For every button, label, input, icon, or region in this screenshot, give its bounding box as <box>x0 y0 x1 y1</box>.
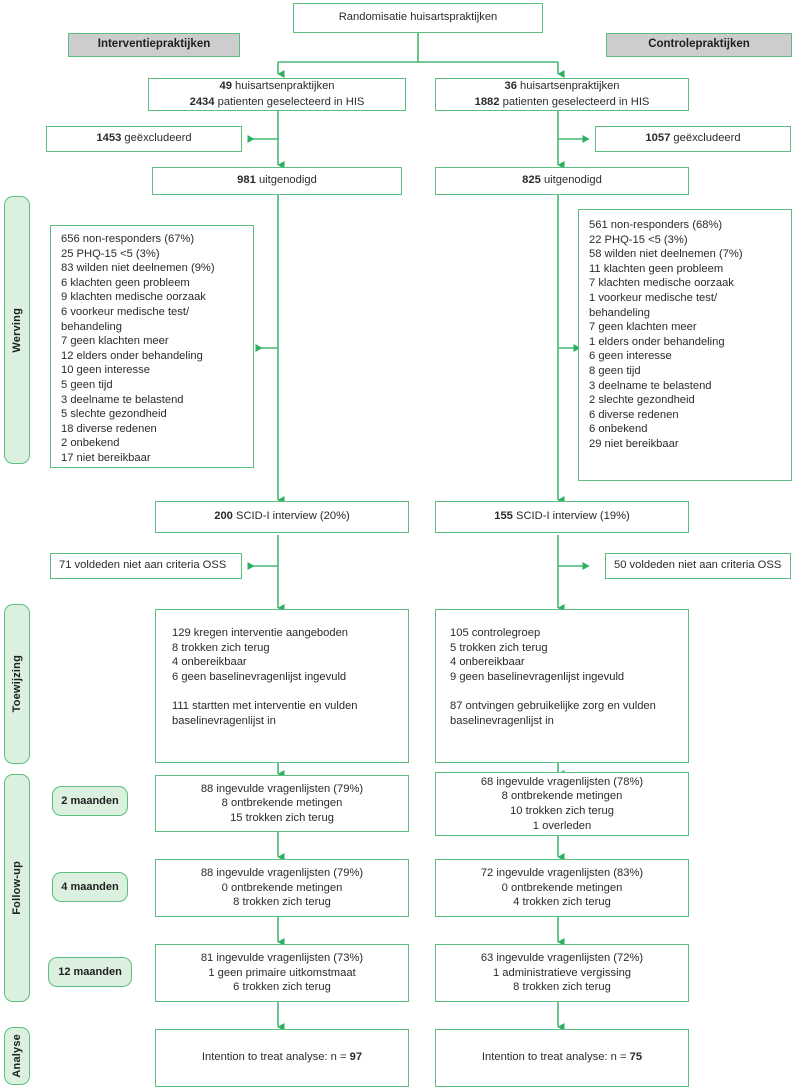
control-patients-count: 1882 <box>474 95 500 108</box>
stage-label-followup: Follow-up <box>4 774 30 1002</box>
control-allocation-box: 105 controlegroep 5 trokken zich terug 4… <box>435 609 689 763</box>
intervention-scid-label: SCID-I interview (20%) <box>232 510 350 523</box>
intervention-followup-12m-box: 81 ingevulde vragenlijsten (73%) 1 geen … <box>155 944 409 1002</box>
intervention-excluded-label: geëxcludeerd <box>121 132 192 145</box>
intervention-followup-4m-text: 88 ingevulde vragenlijsten (79%) 0 ontbr… <box>200 867 364 909</box>
control-excluded-count: 1057 <box>645 132 671 145</box>
control-excluded-box: 1057 geëxcludeerd <box>595 126 791 152</box>
intervention-followup-4m-box: 88 ingevulde vragenlijsten (79%) 0 ontbr… <box>155 859 409 917</box>
intervention-followup-2m-text: 88 ingevulde vragenlijsten (79%) 8 ontbr… <box>200 782 364 824</box>
control-nonresponse-box: 561 non-responders (68%) 22 PHQ-15 <5 (3… <box>578 209 792 481</box>
control-practices-text: 36 huisartsenpraktijken 1882 patienten ge… <box>436 79 688 109</box>
intervention-followup-2m-box: 88 ingevulde vragenlijsten (79%) 8 ontbr… <box>155 775 409 832</box>
control-scid-box: 155 SCID-I interview (19%) <box>435 501 689 533</box>
stage-label-toewijzing-text: Toewijzing <box>11 655 23 713</box>
intervention-excluded-box: 1453 geëxcludeerd <box>46 126 242 152</box>
control-practices-label: huisartsenpraktijken <box>516 80 620 93</box>
intervention-itt-prefix: Intention to treat analyse: n = <box>201 1051 350 1064</box>
control-patients-label: patienten geselecteerd in HIS <box>499 95 650 108</box>
intervention-scid-text: 200 SCID-I interview (20%) <box>156 509 408 524</box>
intervention-invited-text: 981 uitgenodigd <box>153 173 401 188</box>
stage-label-toewijzing: Toewijzing <box>4 604 30 764</box>
arm-header-control-text: Controlepraktijken <box>648 38 750 51</box>
intervention-criteria-box: 71 voldeden niet aan criteria OSS <box>50 553 242 579</box>
control-invited-box: 825 uitgenodigd <box>435 167 689 195</box>
randomisation-text: Randomisatie huisartspraktijken <box>338 11 498 24</box>
arm-header-control: Controlepraktijken <box>606 33 792 57</box>
stage-label-werving-text: Werving <box>11 307 23 353</box>
intervention-scid-box: 200 SCID-I interview (20%) <box>155 501 409 533</box>
control-invited-label: uitgenodigd <box>540 174 602 187</box>
stage-label-werving: Werving <box>4 196 30 464</box>
control-nonresponse-text: 561 non-responders (68%) 22 PHQ-15 <5 (3… <box>589 219 743 450</box>
control-followup-2m-text: 68 ingevulde vragenlijsten (78%) 8 ontbr… <box>480 775 644 832</box>
intervention-practices-label: huisartsenpraktijken <box>231 80 335 93</box>
stage-label-analyse-text: Analyse <box>11 1034 23 1078</box>
randomisation-box: Randomisatie huisartspraktijken <box>293 3 543 33</box>
control-invited-count: 825 <box>522 174 541 187</box>
control-itt-count: 75 <box>629 1051 643 1064</box>
stage-label-analyse: Analyse <box>4 1027 30 1085</box>
control-followup-4m-text: 72 ingevulde vragenlijsten (83%) 0 ontbr… <box>480 867 644 909</box>
intervention-excluded-text: 1453 geëxcludeerd <box>47 131 241 146</box>
intervention-patients-label: patienten geselecteerd in HIS <box>214 95 365 108</box>
control-practices-count: 36 <box>504 80 517 93</box>
control-itt-text: Intention to treat analyse: n = 75 <box>436 1050 688 1065</box>
control-followup-4m-box: 72 ingevulde vragenlijsten (83%) 0 ontbr… <box>435 859 689 917</box>
intervention-nonresponse-text: 656 non-responders (67%) 25 PHQ-15 <5 (3… <box>61 233 215 464</box>
stage-label-followup-text: Follow-up <box>11 861 23 915</box>
timepoint-label-4-maanden: 4 maanden <box>52 872 128 902</box>
control-practices-box: 36 huisartsenpraktijken 1882 patienten ge… <box>435 78 689 111</box>
intervention-invited-label: uitgenodigd <box>255 174 317 187</box>
intervention-practices-count: 49 <box>219 80 232 93</box>
arm-header-intervention-text: Interventiepraktijken <box>97 38 211 51</box>
timepoint-label-12-maanden: 12 maanden <box>48 957 132 987</box>
intervention-itt-text: Intention to treat analyse: n = 97 <box>156 1050 408 1065</box>
intervention-allocation-box: 129 kregen interventie aangeboden 8 trok… <box>155 609 409 763</box>
intervention-allocation-text: 129 kregen interventie aangeboden 8 trok… <box>172 627 358 727</box>
control-itt-box: Intention to treat analyse: n = 75 <box>435 1029 689 1087</box>
control-excluded-text: 1057 geëxcludeerd <box>596 131 790 146</box>
control-followup-12m-box: 63 ingevulde vragenlijsten (72%) 1 admin… <box>435 944 689 1002</box>
intervention-patients-count: 2434 <box>189 95 215 108</box>
control-excluded-label: geëxcludeerd <box>670 132 741 145</box>
control-invited-text: 825 uitgenodigd <box>436 173 688 188</box>
intervention-itt-count: 97 <box>349 1051 363 1064</box>
intervention-invited-box: 981 uitgenodigd <box>152 167 402 195</box>
control-followup-2m-box: 68 ingevulde vragenlijsten (78%) 8 ontbr… <box>435 772 689 836</box>
intervention-excluded-count: 1453 <box>96 132 122 145</box>
timepoint-label-4-maanden-text: 4 maanden <box>61 881 119 893</box>
timepoint-label-2-maanden: 2 maanden <box>52 786 128 816</box>
control-scid-text: 155 SCID-I interview (19%) <box>436 509 688 524</box>
intervention-nonresponse-box: 656 non-responders (67%) 25 PHQ-15 <5 (3… <box>50 225 254 468</box>
timepoint-label-12-maanden-text: 12 maanden <box>58 966 122 978</box>
control-scid-count: 155 <box>494 510 513 523</box>
control-criteria-text: 50 voldeden niet aan criteria OSS <box>614 559 782 572</box>
control-scid-label: SCID-I interview (19%) <box>512 510 630 523</box>
intervention-scid-count: 200 <box>214 510 233 523</box>
arm-header-intervention: Interventiepraktijken <box>68 33 240 57</box>
control-criteria-box: 50 voldeden niet aan criteria OSS <box>605 553 791 579</box>
control-allocation-text: 105 controlegroep 5 trokken zich terug 4… <box>450 627 656 727</box>
intervention-invited-count: 981 <box>237 174 256 187</box>
intervention-practices-box: 49 huisartsenpraktijken 2434 patienten ge… <box>148 78 406 111</box>
intervention-criteria-text: 71 voldeden niet aan criteria OSS <box>59 559 227 572</box>
timepoint-label-2-maanden-text: 2 maanden <box>61 795 119 807</box>
control-followup-12m-text: 63 ingevulde vragenlijsten (72%) 1 admin… <box>480 952 644 994</box>
intervention-followup-12m-text: 81 ingevulde vragenlijsten (73%) 1 geen … <box>200 952 364 994</box>
control-itt-prefix: Intention to treat analyse: n = <box>481 1051 630 1064</box>
intervention-practices-text: 49 huisartsenpraktijken 2434 patienten ge… <box>149 79 405 109</box>
intervention-itt-box: Intention to treat analyse: n = 97 <box>155 1029 409 1087</box>
